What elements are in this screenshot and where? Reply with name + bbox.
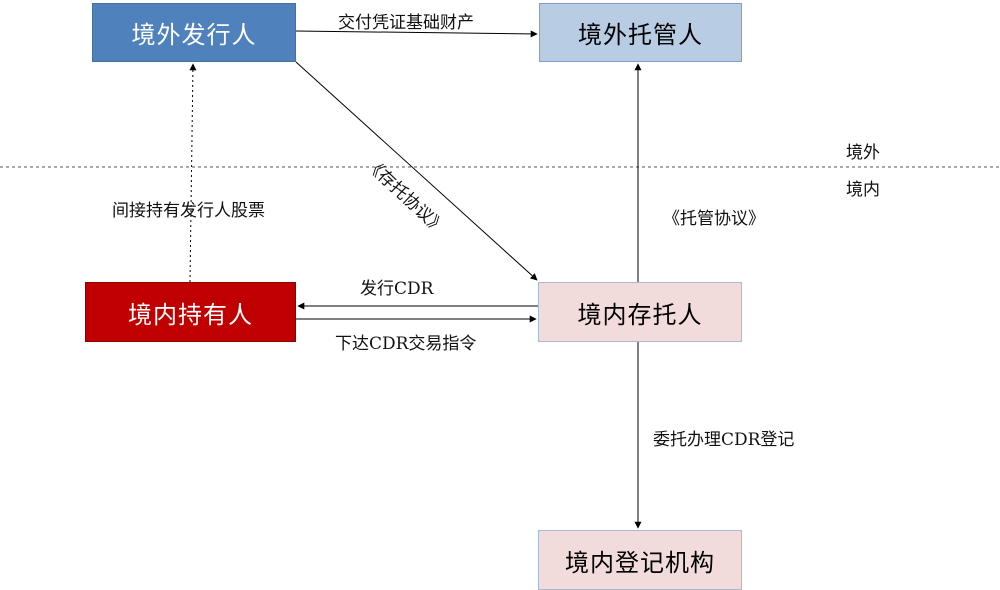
- indirect-holding-label: 间接持有发行人股票: [112, 201, 265, 221]
- custody-agreement-label: 《托管协议》: [663, 209, 765, 229]
- domestic-zone-label: 境内: [846, 180, 880, 200]
- domestic-depositary-box: 境内存托人: [538, 282, 742, 342]
- overseas-custodian-box: 境外托管人: [539, 3, 742, 62]
- indirect-holding-arrow: [189, 63, 197, 283]
- trade-orders-label: 下达CDR交易指令: [335, 334, 477, 354]
- domestic-holder-box: 境内持有人: [85, 282, 296, 342]
- domestic-registrar-box: 境内登记机构: [538, 530, 742, 590]
- deposit-agreement-arrow: [295, 61, 538, 281]
- overseas-issuer-box: 境外发行人: [92, 3, 296, 62]
- entrust-registration-label: 委托办理CDR登记: [653, 430, 795, 450]
- deliver-underlying-arrow: [295, 30, 538, 38]
- overseas-zone-label: 境外: [846, 143, 880, 163]
- deliver-underlying-label: 交付凭证基础财产: [338, 13, 474, 33]
- issue-cdr-label: 发行CDR: [360, 279, 434, 299]
